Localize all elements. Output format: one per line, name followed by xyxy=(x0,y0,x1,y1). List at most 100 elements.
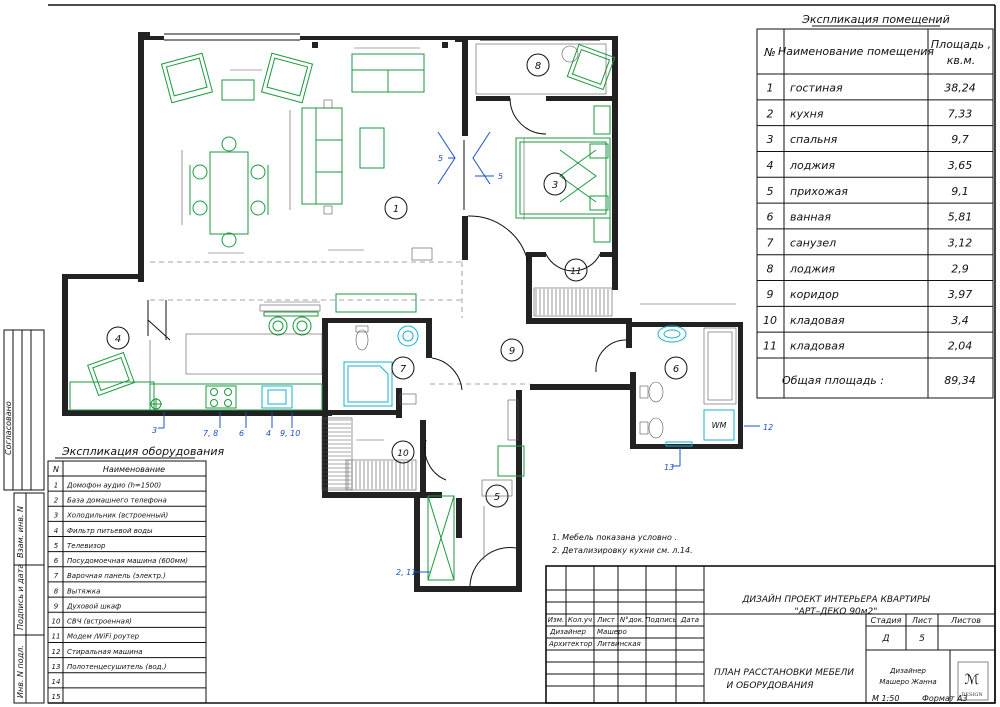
callout-label: 4 xyxy=(266,429,271,438)
rooms-table: Экспликация помещений № Наименование пом… xyxy=(756,13,994,399)
walls xyxy=(62,32,743,592)
side-stamp-label: Подпись и дата xyxy=(16,564,25,630)
shelving-stripes xyxy=(323,289,609,489)
equipment-row-num: 10 xyxy=(52,618,61,626)
equipment-row-name: Холодильник (встроенный) xyxy=(66,512,168,520)
living-room-furniture xyxy=(160,52,433,313)
callout-label: 2, 11 xyxy=(396,568,416,577)
title-block-column-header: Кол.уч xyxy=(568,616,592,624)
side-stamp-label: Взам. инв. N xyxy=(16,506,25,558)
room-marker-label: 5 xyxy=(494,492,500,503)
room-marker-label: 3 xyxy=(552,180,558,191)
equipment-row-num: 7 xyxy=(54,572,59,580)
rooms-total-label: Общая площадь : xyxy=(782,374,884,387)
equipment-row-num: 5 xyxy=(54,542,59,550)
equipment-row-name: Модем /WiFi роутер xyxy=(67,633,140,641)
rooms-row-name: лоджия xyxy=(789,159,835,172)
equipment-row-num: 12 xyxy=(52,648,61,656)
loggia-4-furniture xyxy=(69,351,155,411)
project-subtitle: "АРТ–ДЕКО 90м2" xyxy=(795,607,878,617)
note: 1. Мебель показана условно . xyxy=(552,533,677,542)
rooms-row-num: 8 xyxy=(767,262,774,275)
callout-label: 13 xyxy=(664,463,674,472)
note: 2. Детализировку кухни см. л.14. xyxy=(552,546,693,555)
bathroom-6-fixtures: WM xyxy=(639,325,737,447)
logo-text: DESIGN xyxy=(961,692,983,698)
room-markers: 1 3 4 5 6 7 8 9 10 11 xyxy=(106,53,688,508)
rooms-total-value: 89,34 xyxy=(944,374,976,387)
author-role: Дизайнер xyxy=(889,667,926,675)
equipment-row-num: 1 xyxy=(54,481,58,489)
rooms-row-area: 38,24 xyxy=(944,82,976,95)
equipment-row-name: Фильтр питьевой воды xyxy=(67,527,153,535)
washing-machine-label: WM xyxy=(712,421,727,430)
room-marker-label: 8 xyxy=(535,61,541,72)
rooms-row-name: лоджия xyxy=(789,262,835,275)
equipment-row-num: 9 xyxy=(54,602,59,610)
rooms-row-name: коридор xyxy=(790,288,839,301)
room-marker xyxy=(664,356,688,380)
room-marker xyxy=(564,258,588,282)
rooms-table-title: Экспликация помещений xyxy=(801,13,950,26)
room-marker xyxy=(106,326,130,350)
person-role: Архитектор xyxy=(548,640,593,648)
drawing-title: ПЛАН РАССТАНОВКИ МЕБЕЛИ xyxy=(714,668,854,678)
rooms-row-num: 3 xyxy=(767,133,774,146)
equipment-row-name: Варочная панель (электр.) xyxy=(67,572,166,580)
room-marker-label: 9 xyxy=(509,346,515,357)
equipment-row-num: 3 xyxy=(54,512,58,520)
dimension-lines xyxy=(181,47,736,560)
closet-10-shelving xyxy=(321,417,417,491)
room-marker xyxy=(391,356,415,380)
rooms-row-name: спальня xyxy=(790,133,838,146)
rooms-row-area: 3,4 xyxy=(951,314,969,327)
sheet-label: Лист xyxy=(911,616,933,625)
rooms-row-num: 11 xyxy=(763,340,777,353)
room-marker-label: 1 xyxy=(393,204,399,215)
rooms-header-area: Площадь , xyxy=(931,38,991,51)
rooms-row-num: 5 xyxy=(767,185,774,198)
room-marker xyxy=(543,172,567,196)
equipment-row-num: 6 xyxy=(54,557,59,565)
scale-label: М 1:50 xyxy=(872,694,899,703)
side-stamp: Согласовано Взам. инв. N Подпись и дата … xyxy=(3,329,45,704)
equipment-row-name: Стиральная машина xyxy=(67,648,143,656)
rooms-row-num: 9 xyxy=(767,288,774,301)
stage-label: Стадия xyxy=(871,616,902,625)
side-stamp-label: Инв. N подл. xyxy=(16,645,25,698)
sheet-value: 5 xyxy=(919,634,925,644)
rooms-row-name: кладовая xyxy=(790,340,845,353)
room-marker xyxy=(391,440,415,464)
person-name: Литвинская xyxy=(596,640,641,648)
rooms-row-num: 2 xyxy=(767,107,774,120)
callout-label: 6 xyxy=(239,429,244,438)
equipment-row-name: Домофон аудио (h=1500) xyxy=(66,481,162,489)
rooms-row-num: 1 xyxy=(767,82,774,95)
drawing-subtitle: И ОБОРУДОВАНИЯ xyxy=(726,681,813,691)
rooms-row-name: гостиная xyxy=(790,82,843,95)
design-logo: ℳ DESIGN xyxy=(957,661,989,701)
rooms-row-area: 2,9 xyxy=(951,262,969,275)
rooms-row-name: ванная xyxy=(790,211,831,224)
author-name: Машеро Жанна xyxy=(879,678,936,686)
rooms-row-num: 10 xyxy=(763,314,777,327)
room-marker xyxy=(500,338,524,362)
callout-label: 7, 8 xyxy=(203,429,218,438)
doors xyxy=(147,97,627,587)
person-name: Машеро xyxy=(597,628,627,636)
title-block-column-header: Изм. xyxy=(548,616,564,624)
equipment-row-name: Полотенцесушитель (вод.) xyxy=(67,663,167,671)
equipment-row-name: Телевизор xyxy=(67,542,106,550)
floor-plan: WM 1 3 4 5 xyxy=(62,32,773,592)
room-marker xyxy=(526,53,550,77)
rooms-row-name: санузел xyxy=(790,236,836,249)
equipment-row-name: Посудомоечная машина (600мм) xyxy=(67,557,188,565)
callout-label: 9, 10 xyxy=(280,429,300,438)
equipment-table-title: Экспликация оборудования xyxy=(61,445,225,458)
rooms-row-name: прихожая xyxy=(790,185,848,198)
